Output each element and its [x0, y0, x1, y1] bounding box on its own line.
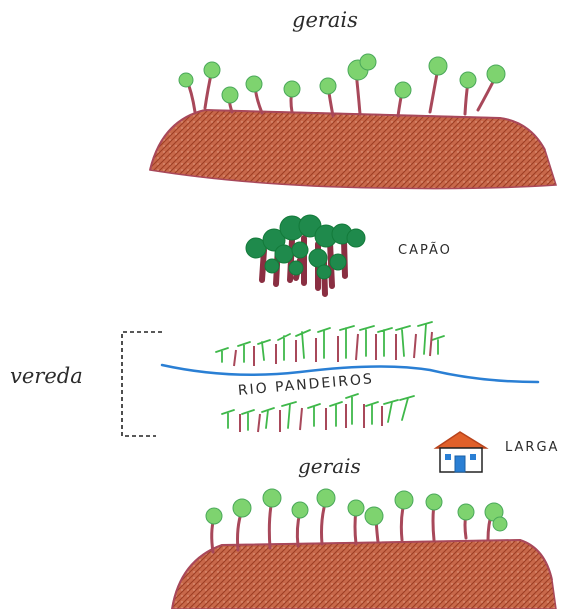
tree-icon	[232, 498, 252, 552]
tree-icon	[205, 507, 223, 554]
label-gerais-top: gerais	[292, 8, 358, 32]
label-gerais-bottom: gerais	[298, 454, 361, 478]
tree-icon	[428, 56, 448, 114]
tree-icon	[319, 77, 337, 118]
house-icon	[433, 431, 489, 473]
tree-icon	[457, 503, 475, 540]
palms-lower	[221, 393, 415, 431]
palm-trunks-upper	[233, 331, 433, 367]
tree-icon	[484, 502, 508, 542]
palms-upper	[215, 321, 445, 363]
label-vereda: vereda	[10, 364, 83, 388]
tree-icon	[476, 64, 506, 112]
tree-icon	[316, 488, 336, 546]
tree-icon	[347, 499, 365, 546]
bottom-plateau	[171, 538, 557, 609]
tree-icon	[262, 488, 282, 550]
tree-icon	[394, 490, 414, 542]
capao-forest	[245, 214, 366, 297]
tree-icon	[203, 61, 221, 110]
tree-icon	[459, 71, 477, 116]
label-larga: LARGA	[505, 440, 560, 455]
tree-icon	[425, 493, 443, 542]
top-trees	[178, 53, 506, 118]
tree-icon	[347, 53, 377, 116]
vereda-bracket	[121, 331, 162, 437]
palm-trunks-lower	[239, 404, 383, 433]
tree-icon	[364, 506, 384, 544]
tree-icon	[291, 501, 309, 548]
tree-icon	[245, 75, 264, 115]
tree-icon	[178, 72, 197, 114]
tree-icon	[221, 86, 239, 114]
label-capao: CAPÃO	[398, 243, 452, 258]
tree-icon	[283, 80, 301, 114]
tree-icon	[394, 81, 412, 118]
bottom-trees	[205, 488, 508, 554]
top-plateau	[149, 108, 558, 190]
river-line	[160, 363, 540, 384]
